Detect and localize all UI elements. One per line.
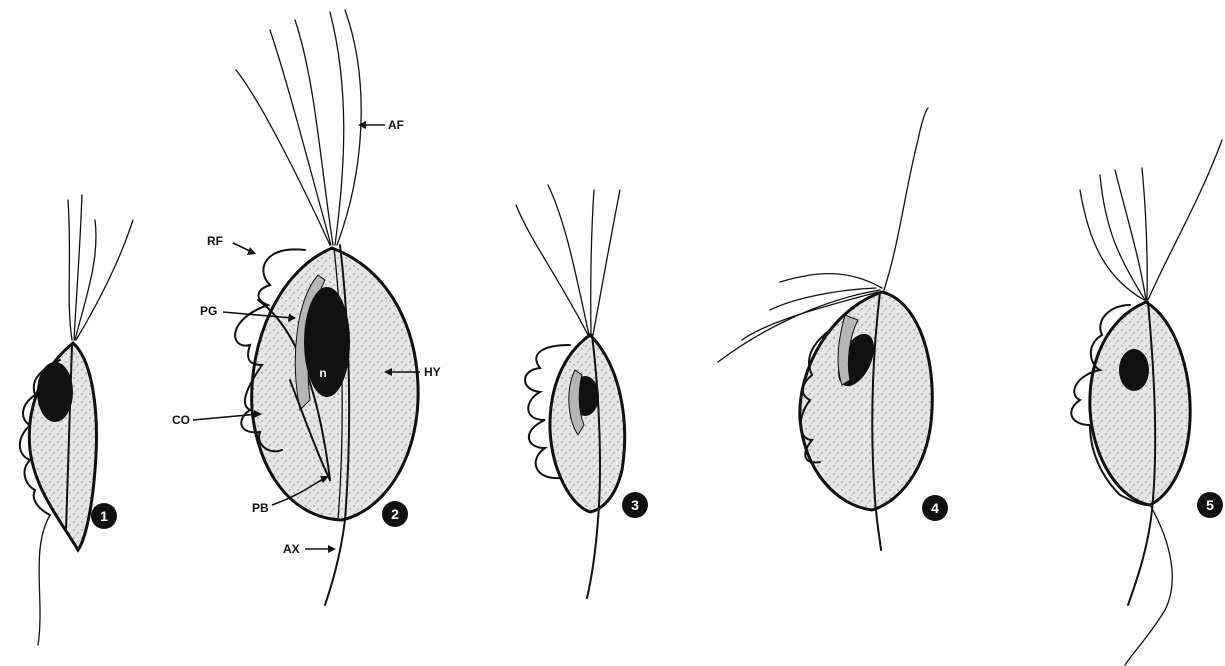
svg-text:AF: AF bbox=[388, 118, 404, 132]
label-co: CO bbox=[172, 410, 262, 427]
svg-text:1: 1 bbox=[100, 508, 108, 524]
svg-text:3: 3 bbox=[631, 497, 639, 513]
svg-text:PB: PB bbox=[252, 501, 269, 515]
nucleus bbox=[1119, 349, 1149, 391]
svg-text:HY: HY bbox=[424, 365, 441, 379]
cell-body bbox=[550, 335, 625, 512]
anterior-flagella bbox=[68, 195, 133, 340]
panel-number-1: 1 bbox=[91, 503, 117, 529]
svg-text:RF: RF bbox=[207, 234, 223, 248]
nucleus-label: n bbox=[319, 366, 326, 380]
panel-number-5: 5 bbox=[1197, 492, 1223, 518]
svg-text:PG: PG bbox=[200, 304, 217, 318]
recurrent-flagellum bbox=[38, 515, 50, 645]
svg-text:2: 2 bbox=[391, 506, 399, 522]
panel-number-3: 3 bbox=[622, 492, 648, 518]
cell-body bbox=[800, 292, 932, 510]
svg-text:4: 4 bbox=[931, 500, 939, 516]
nucleus bbox=[304, 287, 350, 397]
organism-4 bbox=[718, 108, 932, 550]
organism-1 bbox=[20, 195, 133, 645]
label-ax: AX bbox=[283, 542, 336, 556]
panel-number-4: 4 bbox=[922, 495, 948, 521]
label-rf: RF bbox=[207, 234, 256, 255]
anterior-flagella bbox=[236, 10, 361, 245]
organism-5 bbox=[1071, 140, 1222, 665]
organism-3 bbox=[516, 185, 625, 598]
svg-text:CO: CO bbox=[172, 413, 190, 427]
anterior-flagella bbox=[516, 185, 620, 335]
svg-text:5: 5 bbox=[1206, 497, 1214, 513]
nucleus bbox=[37, 362, 73, 422]
svg-text:AX: AX bbox=[283, 542, 300, 556]
anterior-flagella bbox=[1080, 140, 1222, 300]
panel-number-2: 2 bbox=[382, 501, 408, 527]
label-af: AF bbox=[358, 118, 404, 132]
